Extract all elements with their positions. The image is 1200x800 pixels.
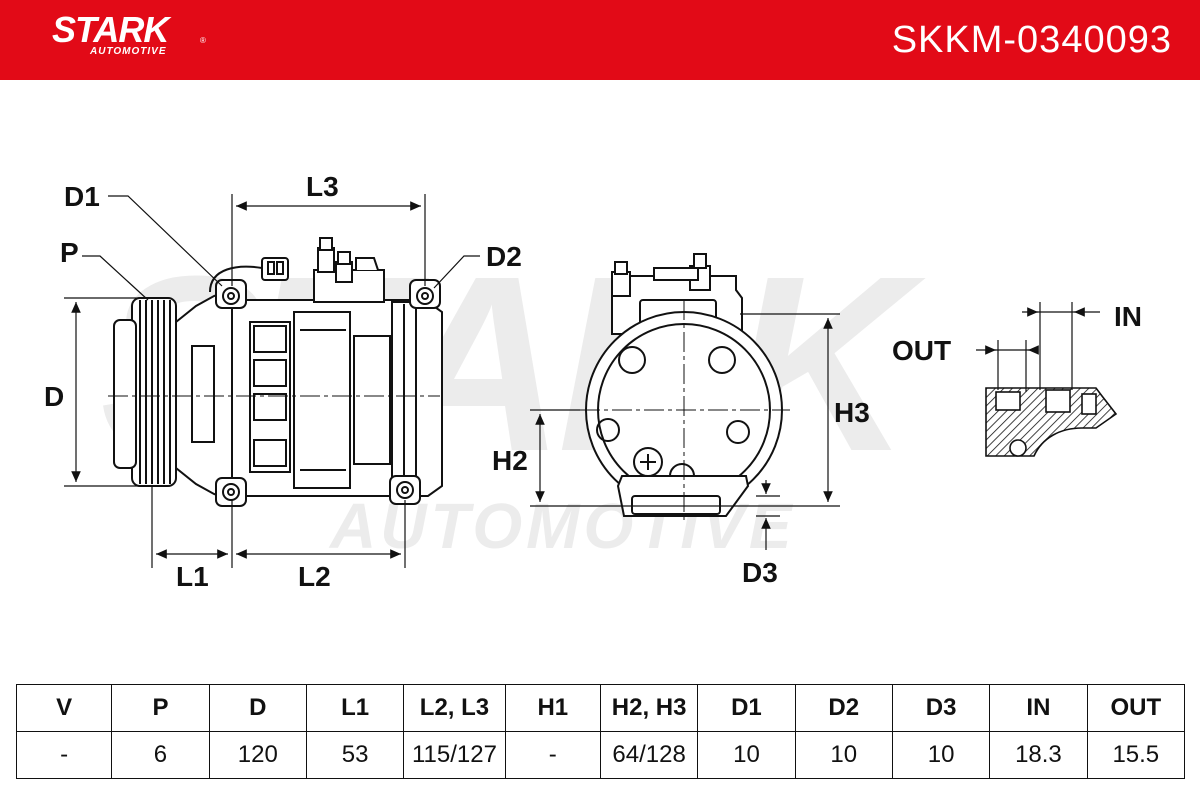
spec-table: V P D L1 L2, L3 H1 H2, H3 D1 D2 D3 IN OU… [15, 684, 1186, 779]
stark-logo: STARK ® AUTOMOTIVE [52, 9, 206, 58]
spec-value-out: 15.5 [1086, 731, 1186, 779]
label-h3: H3 [834, 397, 870, 428]
spec-header-in: IN [989, 684, 1088, 732]
spec-value-h1: - [504, 731, 601, 779]
spec-value-d1: 10 [697, 731, 796, 779]
header-bar: STARK ® AUTOMOTIVE SKKM-0340093 [0, 0, 1200, 80]
side-view-dimensions [64, 194, 480, 568]
spec-header-d3: D3 [891, 684, 991, 732]
label-l2: L2 [298, 561, 331, 592]
spec-value-d3: 10 [891, 731, 991, 779]
part-number: SKKM-0340093 [891, 19, 1172, 61]
spec-header-h2-h3: H2, H3 [599, 684, 699, 732]
spec-header-row: V P D L1 L2, L3 H1 H2, H3 D1 D2 D3 IN OU… [15, 684, 1186, 732]
spec-value-d2: 10 [794, 731, 893, 779]
spec-header-l1: L1 [305, 684, 405, 732]
label-p: P [60, 237, 79, 268]
logo-subtitle: AUTOMOTIVE [90, 46, 167, 57]
label-l1: L1 [176, 561, 209, 592]
spec-value-l1: 53 [305, 731, 405, 779]
label-d2: D2 [486, 241, 522, 272]
spec-header-h1: H1 [504, 684, 601, 732]
spec-value-row: - 6 120 53 115/127 - 64/128 10 10 10 18.… [15, 731, 1186, 779]
label-l3: L3 [306, 171, 339, 202]
spec-header-p: P [111, 684, 210, 732]
compressor-side-view [113, 237, 443, 507]
spec-header-d: D [208, 684, 307, 732]
spec-value-h2-h3: 64/128 [599, 731, 699, 779]
spec-header-d2: D2 [794, 684, 893, 732]
spec-value-l2-l3: 115/127 [403, 731, 506, 779]
logo-registered-mark: ® [200, 36, 206, 45]
spec-header-l2-l3: L2, L3 [403, 684, 506, 732]
spec-header-v: V [15, 684, 113, 732]
label-out: OUT [892, 335, 951, 366]
label-d3: D3 [742, 557, 778, 588]
spec-value-v: - [15, 731, 113, 779]
compressor-drawing: STARK AUTOMOTIVE [44, 171, 1142, 592]
rear-view-dimensions [530, 313, 840, 550]
port-detail-section [985, 387, 1118, 457]
spec-value-p: 6 [111, 731, 210, 779]
spec-header-d1: D1 [697, 684, 796, 732]
label-d: D [44, 381, 64, 412]
label-h2: H2 [492, 445, 528, 476]
spec-value-d: 120 [208, 731, 307, 779]
port-detail-dimensions [976, 302, 1100, 392]
label-d1: D1 [64, 181, 100, 212]
spec-value-in: 18.3 [989, 731, 1088, 779]
spec-header-out: OUT [1086, 684, 1186, 732]
logo-brand: STARK [52, 9, 169, 50]
label-in: IN [1114, 301, 1142, 332]
